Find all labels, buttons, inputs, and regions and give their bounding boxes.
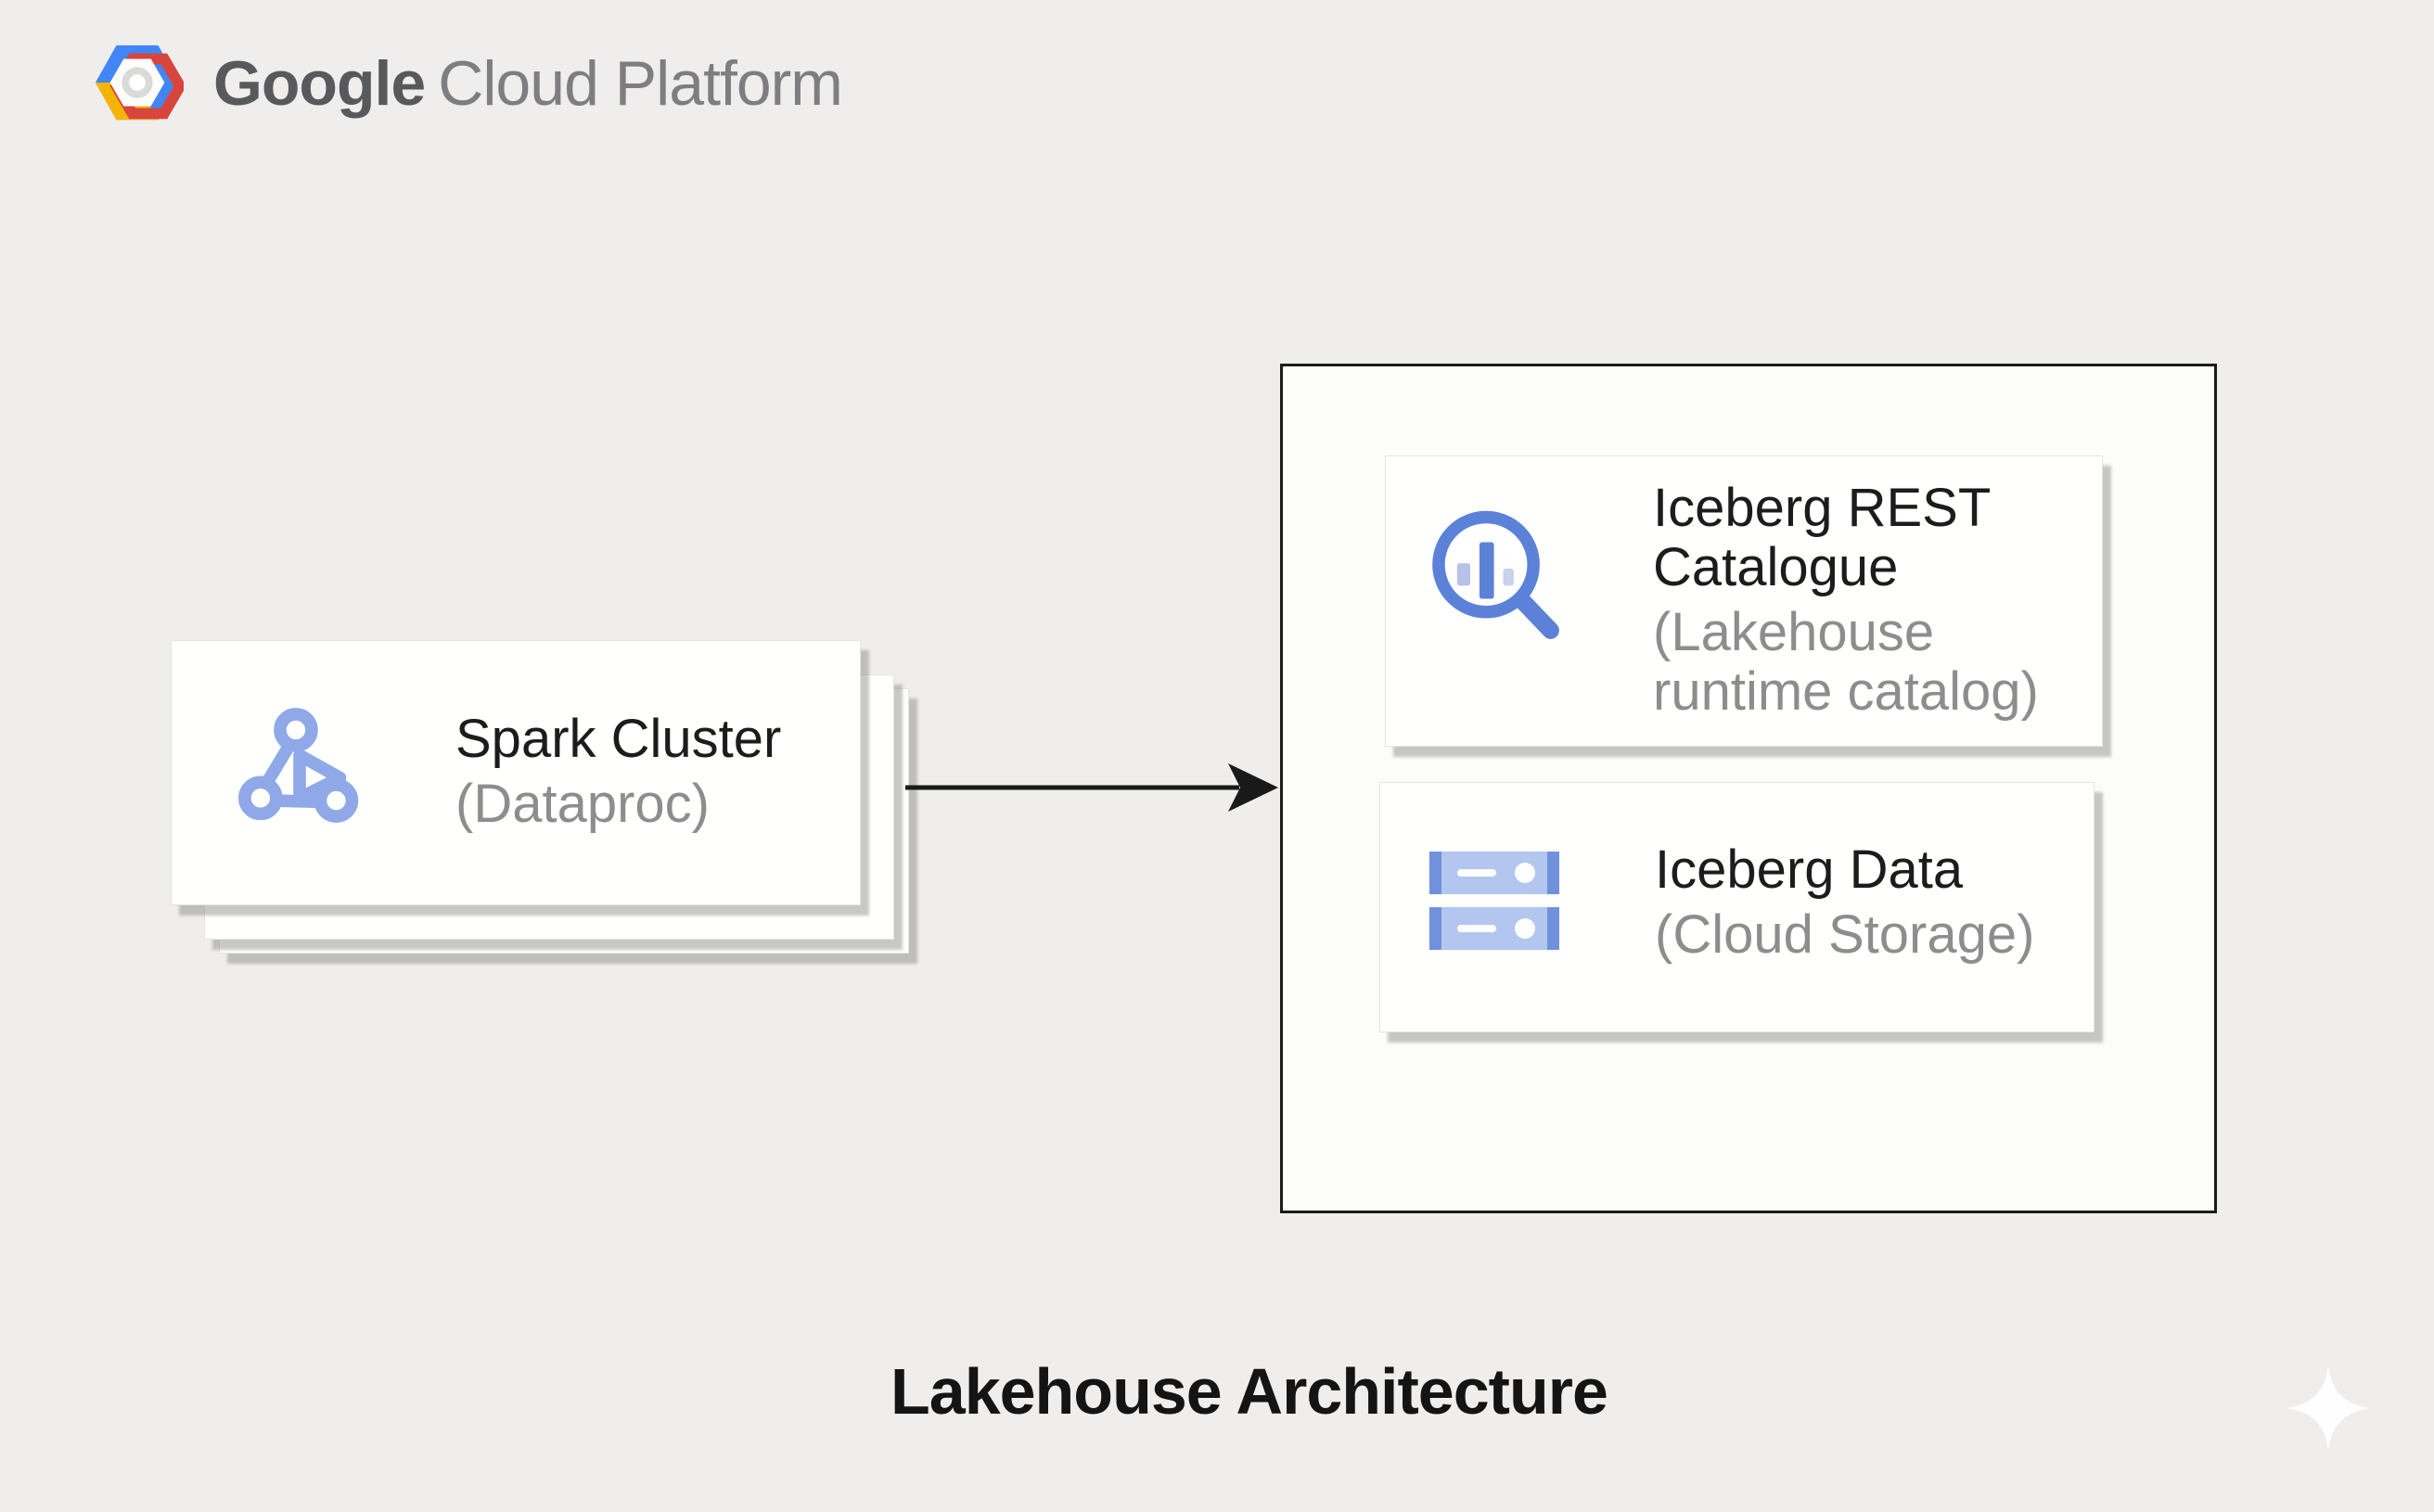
diagram-caption: Lakehouse Architecture <box>890 1355 1608 1428</box>
spark-node-card: Spark Cluster (Dataproc) <box>171 640 861 905</box>
iceberg-rest-node-title: Iceberg REST Catalogue <box>1653 478 1991 597</box>
iceberg-rest-node-text: Iceberg REST Catalogue (Lakehouse runtim… <box>1653 479 2089 722</box>
lakehouse-group-container: Iceberg REST Catalogue (Lakehouse runtim… <box>1280 364 2217 1213</box>
spark-node-subtitle: (Dataproc) <box>455 774 710 834</box>
dataproc-icon <box>238 708 359 823</box>
iceberg-data-node-title: Iceberg Data <box>1655 839 1964 900</box>
iceberg-rest-catalogue-card: Iceberg REST Catalogue (Lakehouse runtim… <box>1385 455 2103 747</box>
iceberg-data-node-subtitle: (Cloud Storage) <box>1655 904 2035 965</box>
spark-node-title: Spark Cluster <box>455 709 782 769</box>
iceberg-rest-node-subtitle: (Lakehouse runtime catalog) <box>1653 602 2039 722</box>
iceberg-data-node-text: Iceberg Data (Cloud Storage) <box>1655 840 2091 965</box>
brand-name-cloud-platform: Cloud Platform <box>438 48 843 119</box>
data-catalog-search-icon <box>1432 510 1559 639</box>
brand-name-google: Google <box>213 48 426 119</box>
cloud-storage-servers-icon <box>1429 852 1559 950</box>
iceberg-data-card: Iceberg Data (Cloud Storage) <box>1379 782 2095 1032</box>
gcp-logo-icon <box>95 45 184 121</box>
spark-node-text: Spark Cluster (Dataproc) <box>455 710 826 834</box>
sparkle-star-icon <box>2285 1365 2372 1452</box>
